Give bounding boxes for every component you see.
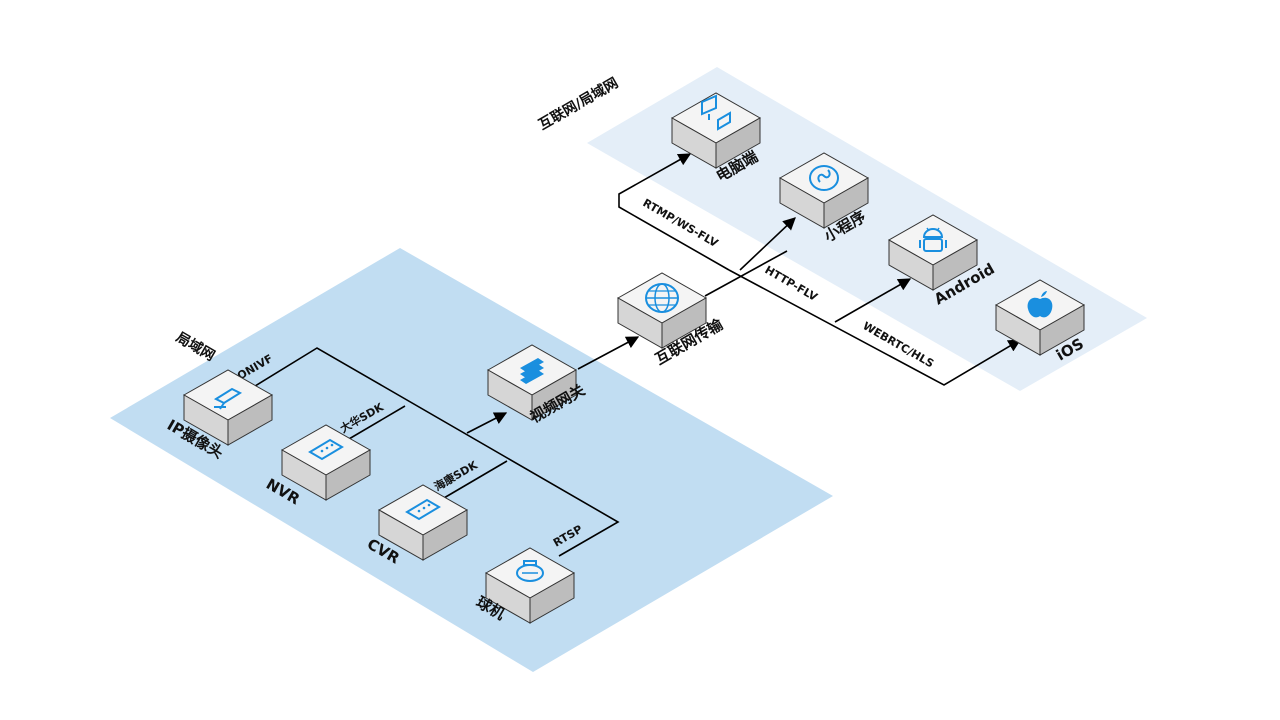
nvr-device (280, 424, 372, 501)
miniprogram-device (778, 152, 870, 229)
android-icon (919, 227, 947, 252)
ip-camera-device (182, 369, 274, 446)
dome-camera-device (484, 547, 576, 624)
android-device (887, 214, 979, 291)
internet-transport-device (616, 272, 708, 349)
lan-to-gateway-arrow (466, 412, 508, 434)
ios-device (994, 279, 1086, 356)
output-bus-line (704, 250, 788, 297)
to-miniprogram-arrow (739, 217, 796, 271)
computer-icon (701, 94, 731, 131)
rtmp-line (618, 153, 730, 271)
android-line (834, 278, 912, 323)
pc-device (670, 92, 762, 169)
lan-zone-label: 局域网 (173, 329, 218, 365)
video-gateway-device (486, 344, 578, 421)
lan-bus-line (241, 347, 620, 557)
internet-zone-label: 互联网/局域网 (536, 74, 622, 133)
miniprogram-icon (809, 165, 839, 191)
recorder-icon (308, 438, 344, 461)
gateway-to-transport-arrow (577, 336, 640, 370)
server-icon (520, 358, 544, 384)
globe-icon (645, 283, 679, 313)
cvr-device (377, 484, 469, 561)
lan-zone (110, 248, 833, 672)
camera-icon (213, 387, 243, 410)
distribution-line (728, 269, 1022, 386)
storage-icon (405, 498, 441, 521)
dome-camera-icon (516, 560, 544, 582)
apple-icon (1027, 291, 1053, 318)
